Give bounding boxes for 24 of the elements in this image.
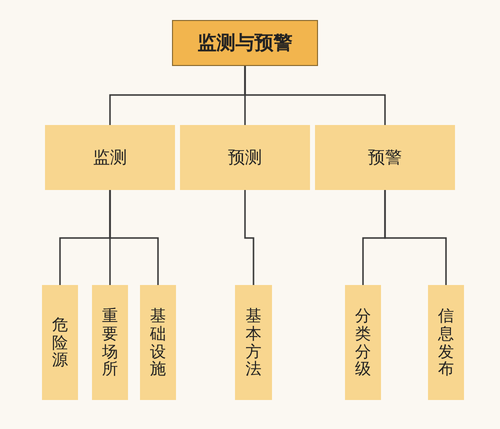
connector-line <box>244 66 386 125</box>
category-box <box>315 125 455 190</box>
node-label: 危险源 <box>52 316 68 369</box>
leaf-box <box>140 285 176 400</box>
leaf-box <box>92 285 128 400</box>
node-label: 基础设施 <box>150 307 166 378</box>
node-label: 信息发布 <box>438 307 454 378</box>
node-label: 监测与预警 <box>198 31 292 56</box>
node-label: 监测 <box>93 147 127 169</box>
leaf-box <box>235 285 272 400</box>
leaf-box <box>345 285 381 400</box>
leaf-box <box>428 285 464 400</box>
connector-line <box>244 190 254 285</box>
node-label: 预警 <box>368 147 402 169</box>
leaf-box <box>42 285 78 400</box>
connector-line <box>384 190 447 285</box>
node-label: 基本方法 <box>246 307 262 378</box>
node-label: 预测 <box>228 147 262 169</box>
category-box <box>45 125 175 190</box>
connector-line <box>109 190 159 285</box>
category-box <box>180 125 310 190</box>
node-label: 重要场所 <box>102 307 118 378</box>
node-label: 分类分级 <box>355 307 371 378</box>
root-box <box>172 20 318 66</box>
